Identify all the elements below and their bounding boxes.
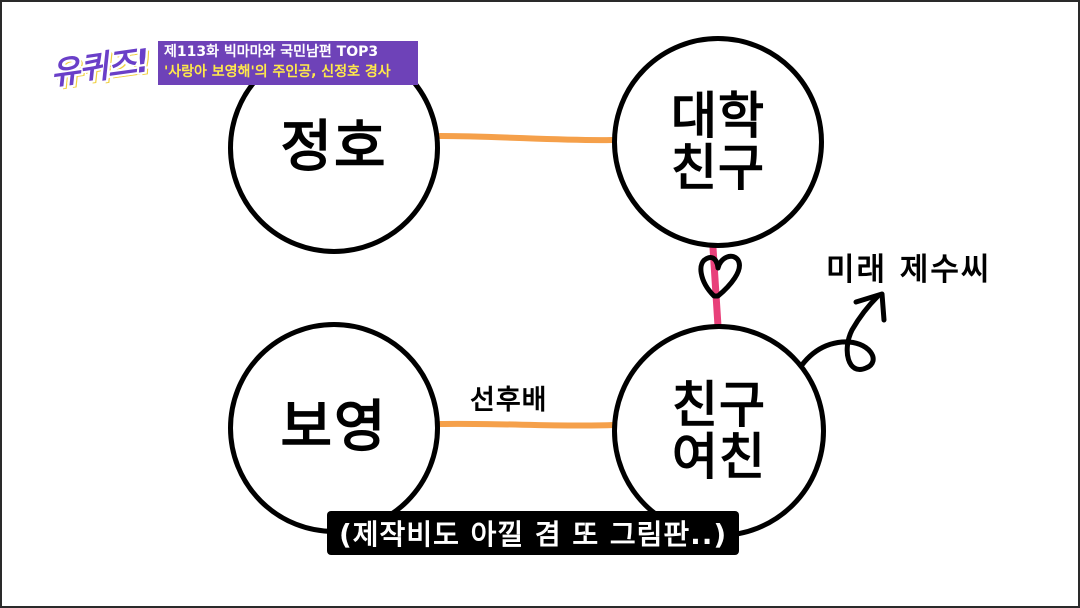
episode-info-bar: 제113화 빅마마와 국민남편 TOP3 '사랑아 보영해'의 주인공, 신정호… (158, 41, 418, 85)
node-college-friend: 대학 친구 (612, 36, 824, 248)
node-label: 친구 여친 (672, 375, 766, 486)
subtitle-caption: (제작비도 아낄 겸 또 그림판..) (327, 511, 740, 555)
node-label: 정호 (280, 114, 388, 180)
show-logo: 유퀴즈! (48, 38, 158, 96)
edge-label-senior-junior: 선후배 (470, 385, 548, 416)
annotation-future-sister-in-law: 미래 제수씨 (826, 252, 992, 288)
arrow-icon (787, 291, 887, 389)
node-boyoung: 보영 (228, 322, 440, 534)
episode-subtitle: '사랑아 보영해'의 주인공, 신정호 경사 (164, 64, 391, 80)
node-label: 보영 (280, 394, 388, 460)
edge-jeongho-college-friend (437, 133, 615, 144)
edge-boyoung-girlfriend (437, 420, 617, 429)
node-friends-girlfriend: 친구 여친 (612, 324, 826, 538)
episode-title: 제113화 빅마마와 국민남편 TOP3 (164, 44, 379, 60)
caption-text: (제작비도 아낄 겸 또 그림판..) (339, 518, 728, 551)
heart-icon (698, 253, 742, 299)
logo-text: 유퀴즈! (48, 41, 152, 93)
node-label: 대학 친구 (671, 86, 765, 197)
